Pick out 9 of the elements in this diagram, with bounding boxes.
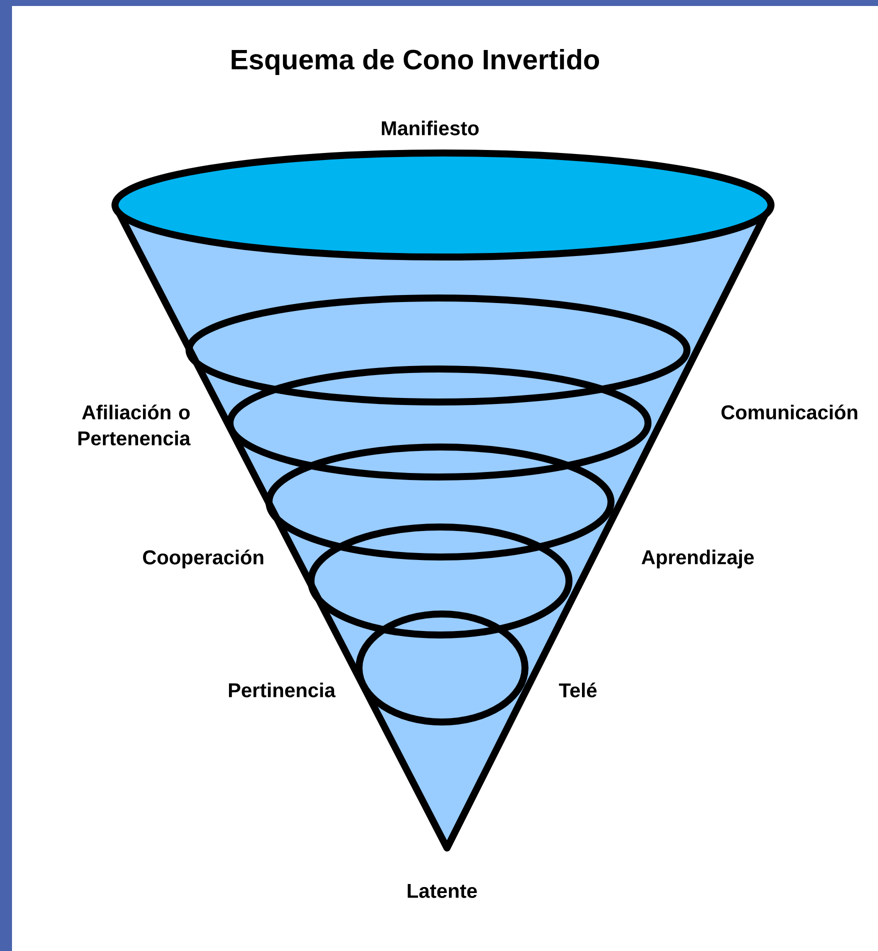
title: Esquema de Cono Invertido — [232, 48, 600, 76]
stage-label: Cooperación — [143, 550, 264, 568]
stage-label: Aprendizaje — [642, 550, 754, 568]
stage-label: Pertinencia — [228, 682, 336, 698]
stage-label: Latente — [408, 884, 477, 898]
stage-label: Comunicación — [721, 404, 858, 420]
stage-label: Manifiesto — [382, 120, 479, 136]
stage-label: Telé — [558, 682, 597, 698]
stage-label: Afiliación o Pertenencia — [78, 404, 191, 446]
